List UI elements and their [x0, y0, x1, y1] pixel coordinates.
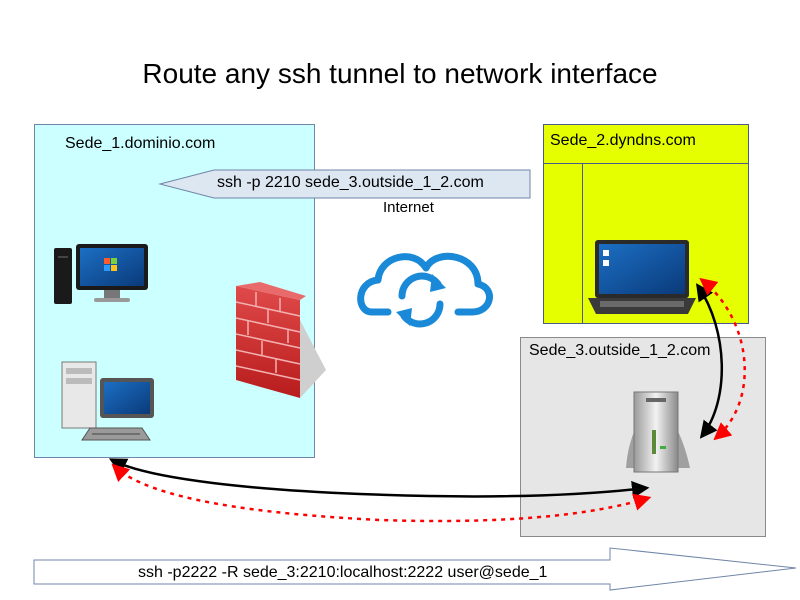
desktop-computer-icon — [54, 244, 148, 304]
sede1-label: Sede_1.dominio.com — [65, 135, 216, 152]
laptop-server-link-dashed — [699, 277, 746, 441]
cloud-sync-arrowheads — [396, 274, 446, 326]
sede3-label: Sede_3.outside_1_2.com — [529, 342, 711, 359]
sede2-divider-vertical — [582, 163, 583, 323]
top-command-arrow — [158, 169, 531, 199]
sede2-label: Sede_2.dyndns.com — [550, 132, 696, 149]
laptop-icon — [588, 240, 696, 314]
tunnel-link-dashed — [111, 463, 652, 523]
internet-label: Internet — [383, 199, 434, 216]
firewall-icon — [235, 282, 326, 398]
laptop-server-link-solid — [696, 283, 724, 439]
cloud-sync-icon — [357, 252, 493, 328]
bottom-command-text: ssh -p2222 -R sede_3:2210:localhost:2222… — [138, 564, 548, 581]
sede2-divider-horizontal — [544, 163, 748, 164]
page-title: Route any ssh tunnel to network interfac… — [142, 58, 658, 89]
bottom-command-arrow — [33, 547, 797, 591]
top-command-text: ssh -p 2210 sede_3.outside_1_2.com — [217, 174, 484, 191]
workstation-icon — [61, 361, 154, 441]
tunnel-link-solid — [108, 458, 650, 499]
server-icon — [626, 391, 690, 473]
